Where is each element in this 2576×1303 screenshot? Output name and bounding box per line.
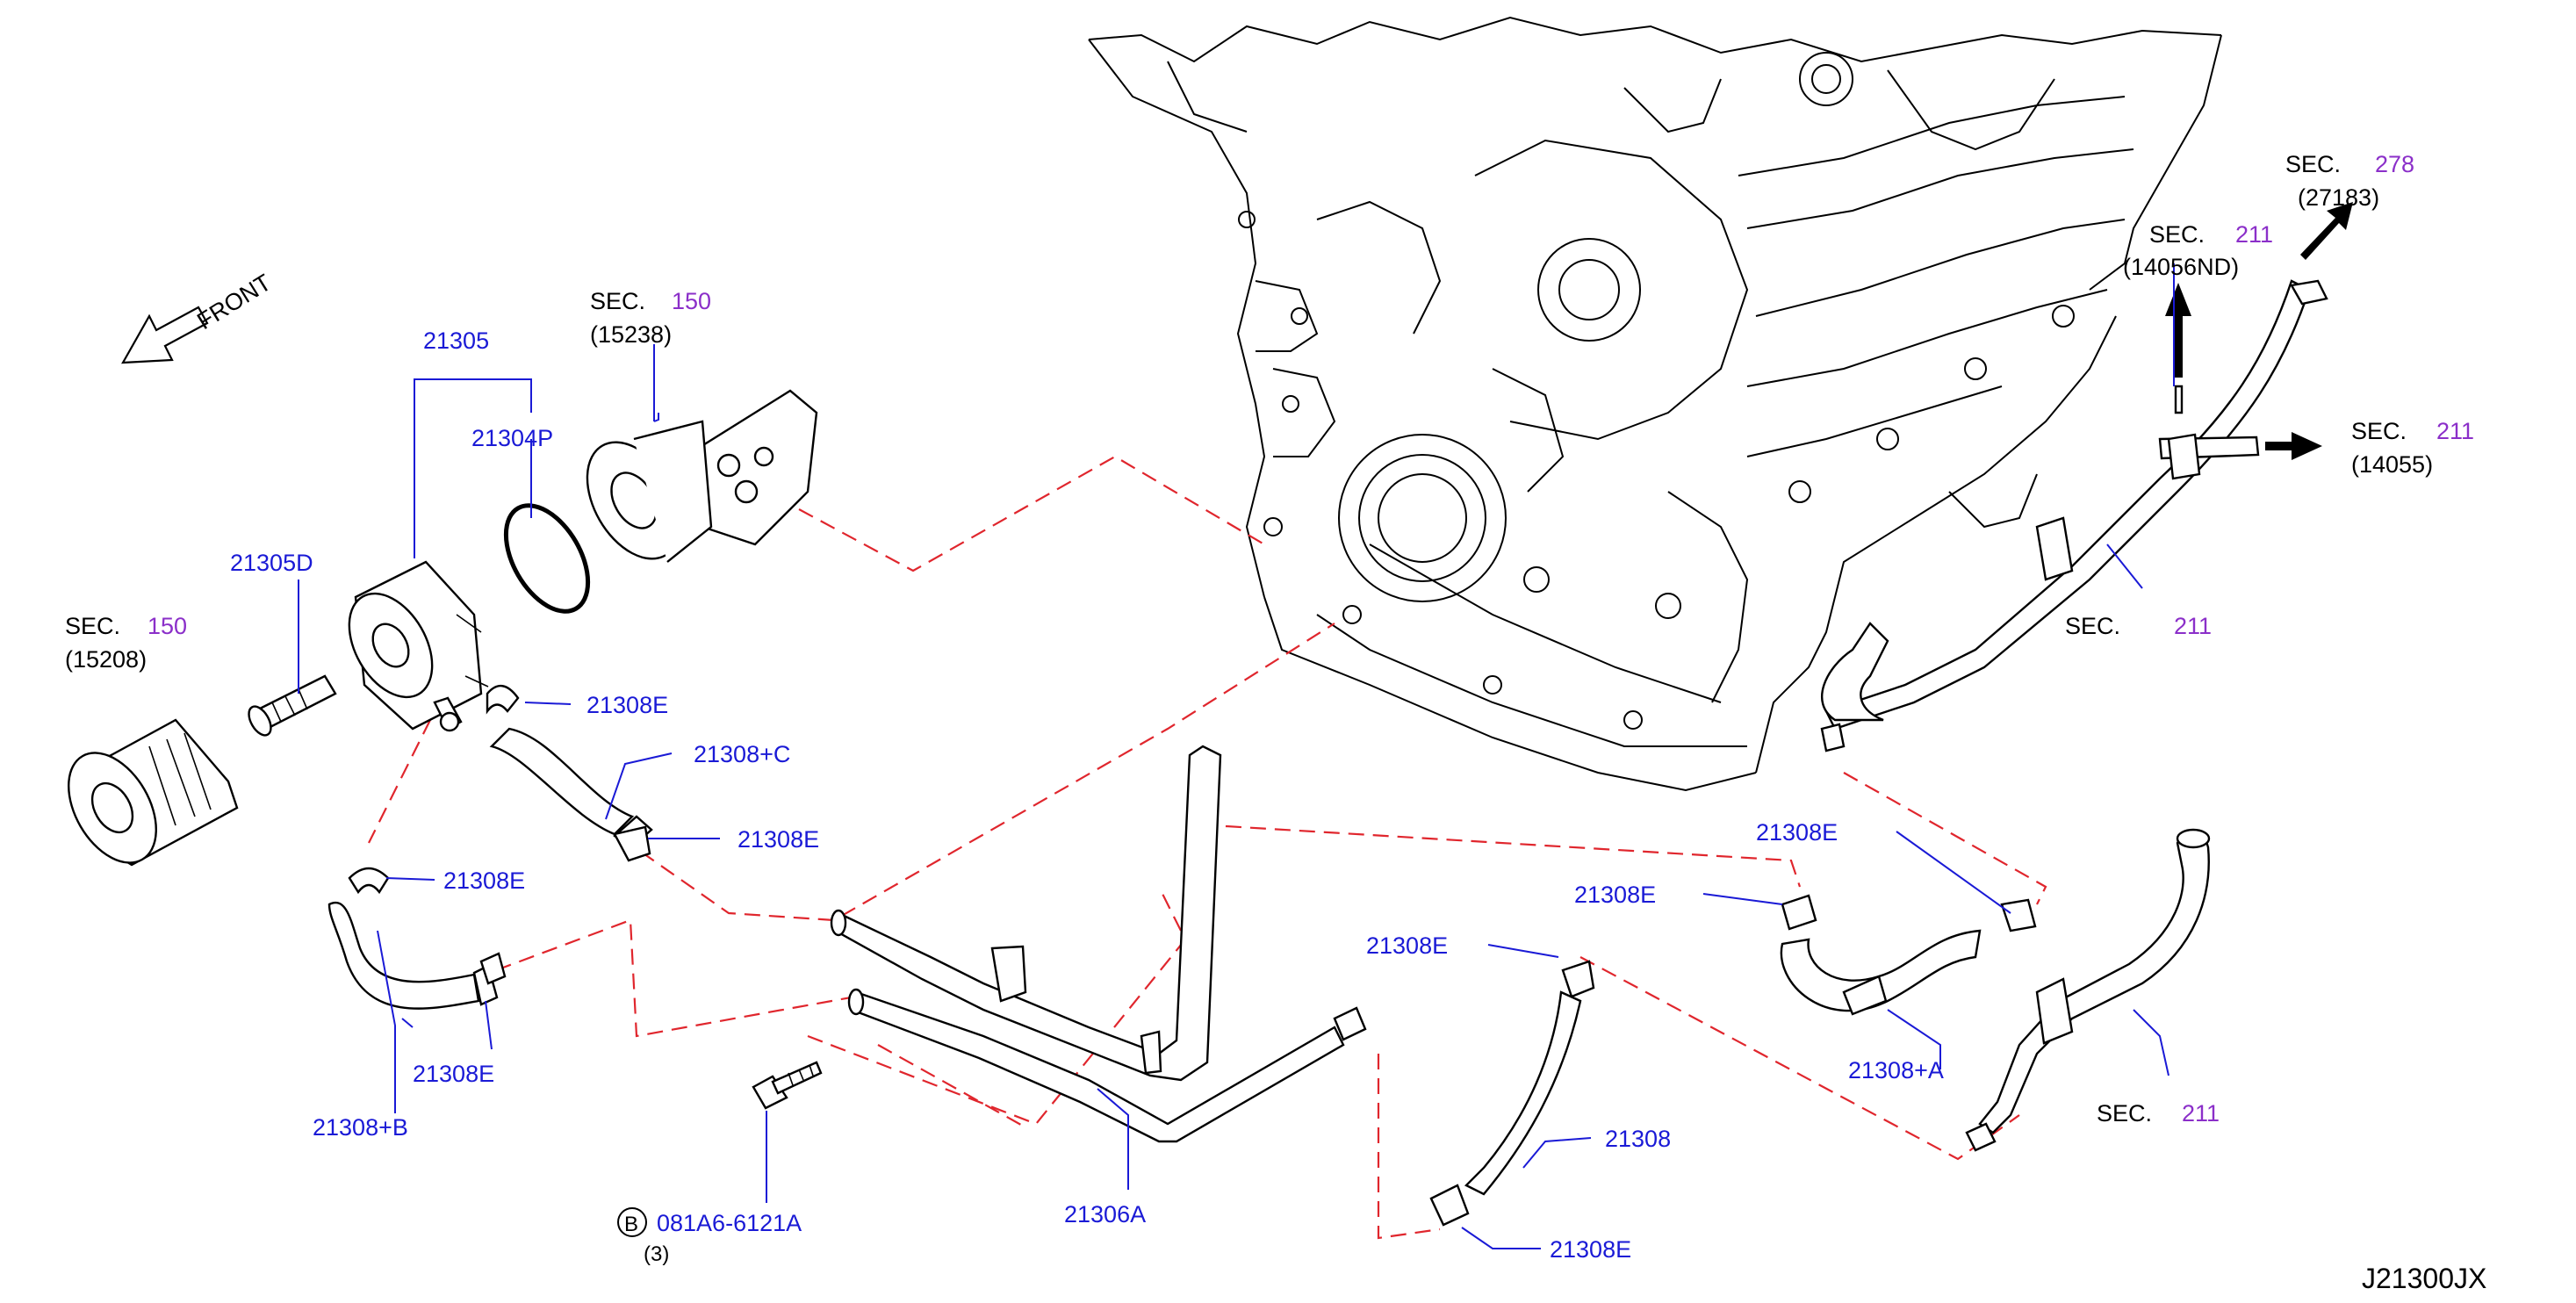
coolant-pipe-lower-right <box>1965 828 2211 1152</box>
sec150-top-num[interactable]: 150 <box>672 288 711 314</box>
bolt-code[interactable]: 081A6-6121A <box>657 1210 802 1236</box>
sec278-num[interactable]: 278 <box>2375 151 2414 177</box>
sec150-left-prefix: SEC. <box>65 613 120 639</box>
label-21305d[interactable]: 21305D <box>230 550 313 576</box>
engine-block <box>1088 16 2222 792</box>
label-21308c[interactable]: 21308+C <box>694 741 790 767</box>
bolt-qty: (3) <box>644 1242 669 1266</box>
sec150-left-sub: (15208) <box>65 646 147 673</box>
sec211-b-num[interactable]: 211 <box>2436 418 2474 444</box>
front-indicator: FRONT <box>121 269 276 364</box>
label-21308a[interactable]: 21308+A <box>1848 1057 1944 1083</box>
sec211-a-sub: (14056ND) <box>2123 254 2239 280</box>
label-21308e-1[interactable]: 21308E <box>586 692 668 718</box>
sec278-prefix: SEC. <box>2285 151 2341 177</box>
label-21308e-7[interactable]: 21308E <box>1550 1236 1631 1263</box>
flow-arrows <box>2165 202 2353 460</box>
sec211-b-prefix: SEC. <box>2351 418 2407 444</box>
o-ring-21304p <box>503 503 591 614</box>
oil-cooler-21305 <box>348 560 489 732</box>
sec150-top-prefix: SEC. <box>590 288 645 314</box>
label-21308e-5[interactable]: 21308E <box>1366 932 1448 959</box>
label-21308e-6[interactable]: 21308E <box>1574 882 1656 908</box>
bolt-badge: B <box>624 1213 638 1236</box>
sec150-top-sub: (15238) <box>590 321 672 348</box>
oil-filter <box>68 718 239 867</box>
front-label: FRONT <box>192 269 276 335</box>
label-21308e-3[interactable]: 21308E <box>443 867 525 894</box>
label-21308b[interactable]: 21308+B <box>313 1114 408 1141</box>
label-21308e-4[interactable]: 21308E <box>413 1061 494 1087</box>
water-tube-21306a <box>830 745 1367 1143</box>
label-21308e-2[interactable]: 21308E <box>738 826 819 853</box>
sec211-c-num[interactable]: 211 <box>2174 613 2212 639</box>
leader-lines <box>298 263 2175 1249</box>
label-21308e-8[interactable]: 21308E <box>1756 819 1838 846</box>
sec211-d-num[interactable]: 211 <box>2182 1100 2220 1127</box>
label-21308[interactable]: 21308 <box>1605 1126 1671 1152</box>
hose-21308b <box>327 901 499 1010</box>
hose-21308a <box>1780 894 2037 1016</box>
coolant-pipes-right <box>1820 279 2328 752</box>
sec278-sub: (27183) <box>2298 184 2379 211</box>
label-21305[interactable]: 21305 <box>423 328 489 354</box>
hose-21308 <box>1429 960 1595 1227</box>
sec211-a-prefix: SEC. <box>2149 221 2205 248</box>
flange-bolt <box>752 1061 823 1110</box>
connector-bolt-21305d <box>248 674 337 737</box>
label-21304p[interactable]: 21304P <box>471 425 553 451</box>
sec211-d-prefix: SEC. <box>2097 1100 2152 1127</box>
sec150-left-num[interactable]: 150 <box>148 613 187 639</box>
clamps-left <box>348 685 651 985</box>
diagram-code: J21300JX <box>2362 1263 2486 1294</box>
sec211-b-sub: (14055) <box>2351 451 2433 478</box>
bolt-badge-circle <box>617 1207 647 1237</box>
reference-lines <box>368 455 2047 1240</box>
label-21306a[interactable]: 21306A <box>1064 1201 1146 1227</box>
sec211-c-prefix: SEC. <box>2065 613 2120 639</box>
oil-filter-bracket <box>586 389 818 563</box>
sec211-a-num[interactable]: 211 <box>2235 221 2273 248</box>
